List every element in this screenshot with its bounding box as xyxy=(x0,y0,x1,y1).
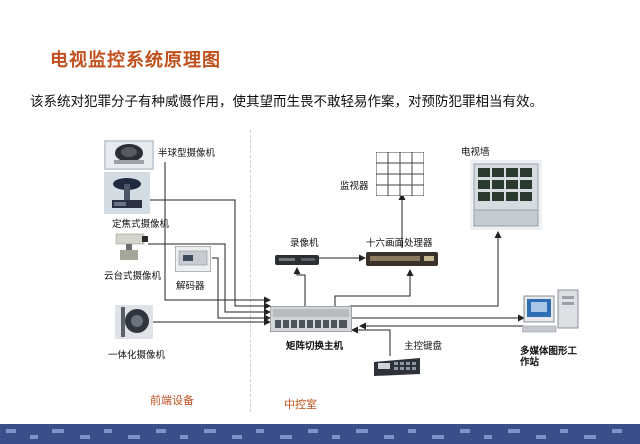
quad-processor-image xyxy=(366,250,438,268)
matrix-host-label: 矩阵切换主机 xyxy=(286,341,344,352)
recorder-label: 录像机 xyxy=(290,238,319,249)
monitor-image xyxy=(375,151,425,197)
line-fixed-to-matrix xyxy=(150,199,271,310)
decoder-label: 解码器 xyxy=(176,281,205,292)
recorder-image xyxy=(275,252,319,266)
line-ptz-to-matrix xyxy=(148,243,271,316)
dome-camera-image xyxy=(104,140,154,170)
section-divider xyxy=(250,130,251,412)
tv-wall-label: 电视墙 xyxy=(461,147,490,158)
workstation-image xyxy=(521,288,582,334)
ptz-camera-image xyxy=(112,230,150,262)
quad-processor-label: 十六画面处理器 xyxy=(366,238,433,249)
matrix-host-image xyxy=(269,305,353,333)
line-matrix-to-processor xyxy=(334,269,414,312)
integrated-camera-label: 一体化摄像机 xyxy=(108,350,166,361)
keyboard-label: 主控键盘 xyxy=(404,341,443,352)
workstation-label: 多媒体图形工作站 xyxy=(520,346,578,368)
fixed-camera-label: 定焦式摄像机 xyxy=(112,219,170,230)
keyboard-image xyxy=(372,356,422,378)
front-end-section-label: 前端设备 xyxy=(150,394,194,407)
line-keyboard-to-matrix xyxy=(351,326,391,356)
monitor-label: 监视器 xyxy=(340,181,369,192)
ptz-camera-label: 云台式摄像机 xyxy=(104,271,162,282)
line-decoder-to-matrix xyxy=(212,257,271,322)
bottom-decorative-band xyxy=(0,424,640,444)
decoder-image xyxy=(174,245,212,273)
fixed-camera-image xyxy=(104,172,150,214)
dome-camera-label: 半球型摄像机 xyxy=(158,148,216,159)
integrated-camera-image xyxy=(115,305,153,339)
line-matrix-to-tvwall xyxy=(350,231,502,307)
tv-wall-image xyxy=(470,160,542,230)
line-matrix-to-recorder xyxy=(293,267,306,312)
page-title: 电视监控系统原理图 xyxy=(50,50,221,71)
control-room-section-label: 中控室 xyxy=(284,398,317,411)
page-description: 该系统对犯罪分子有种威慑作用，使其望而生畏不敢轻易作案，对预防犯罪相当有效。 xyxy=(30,94,543,110)
